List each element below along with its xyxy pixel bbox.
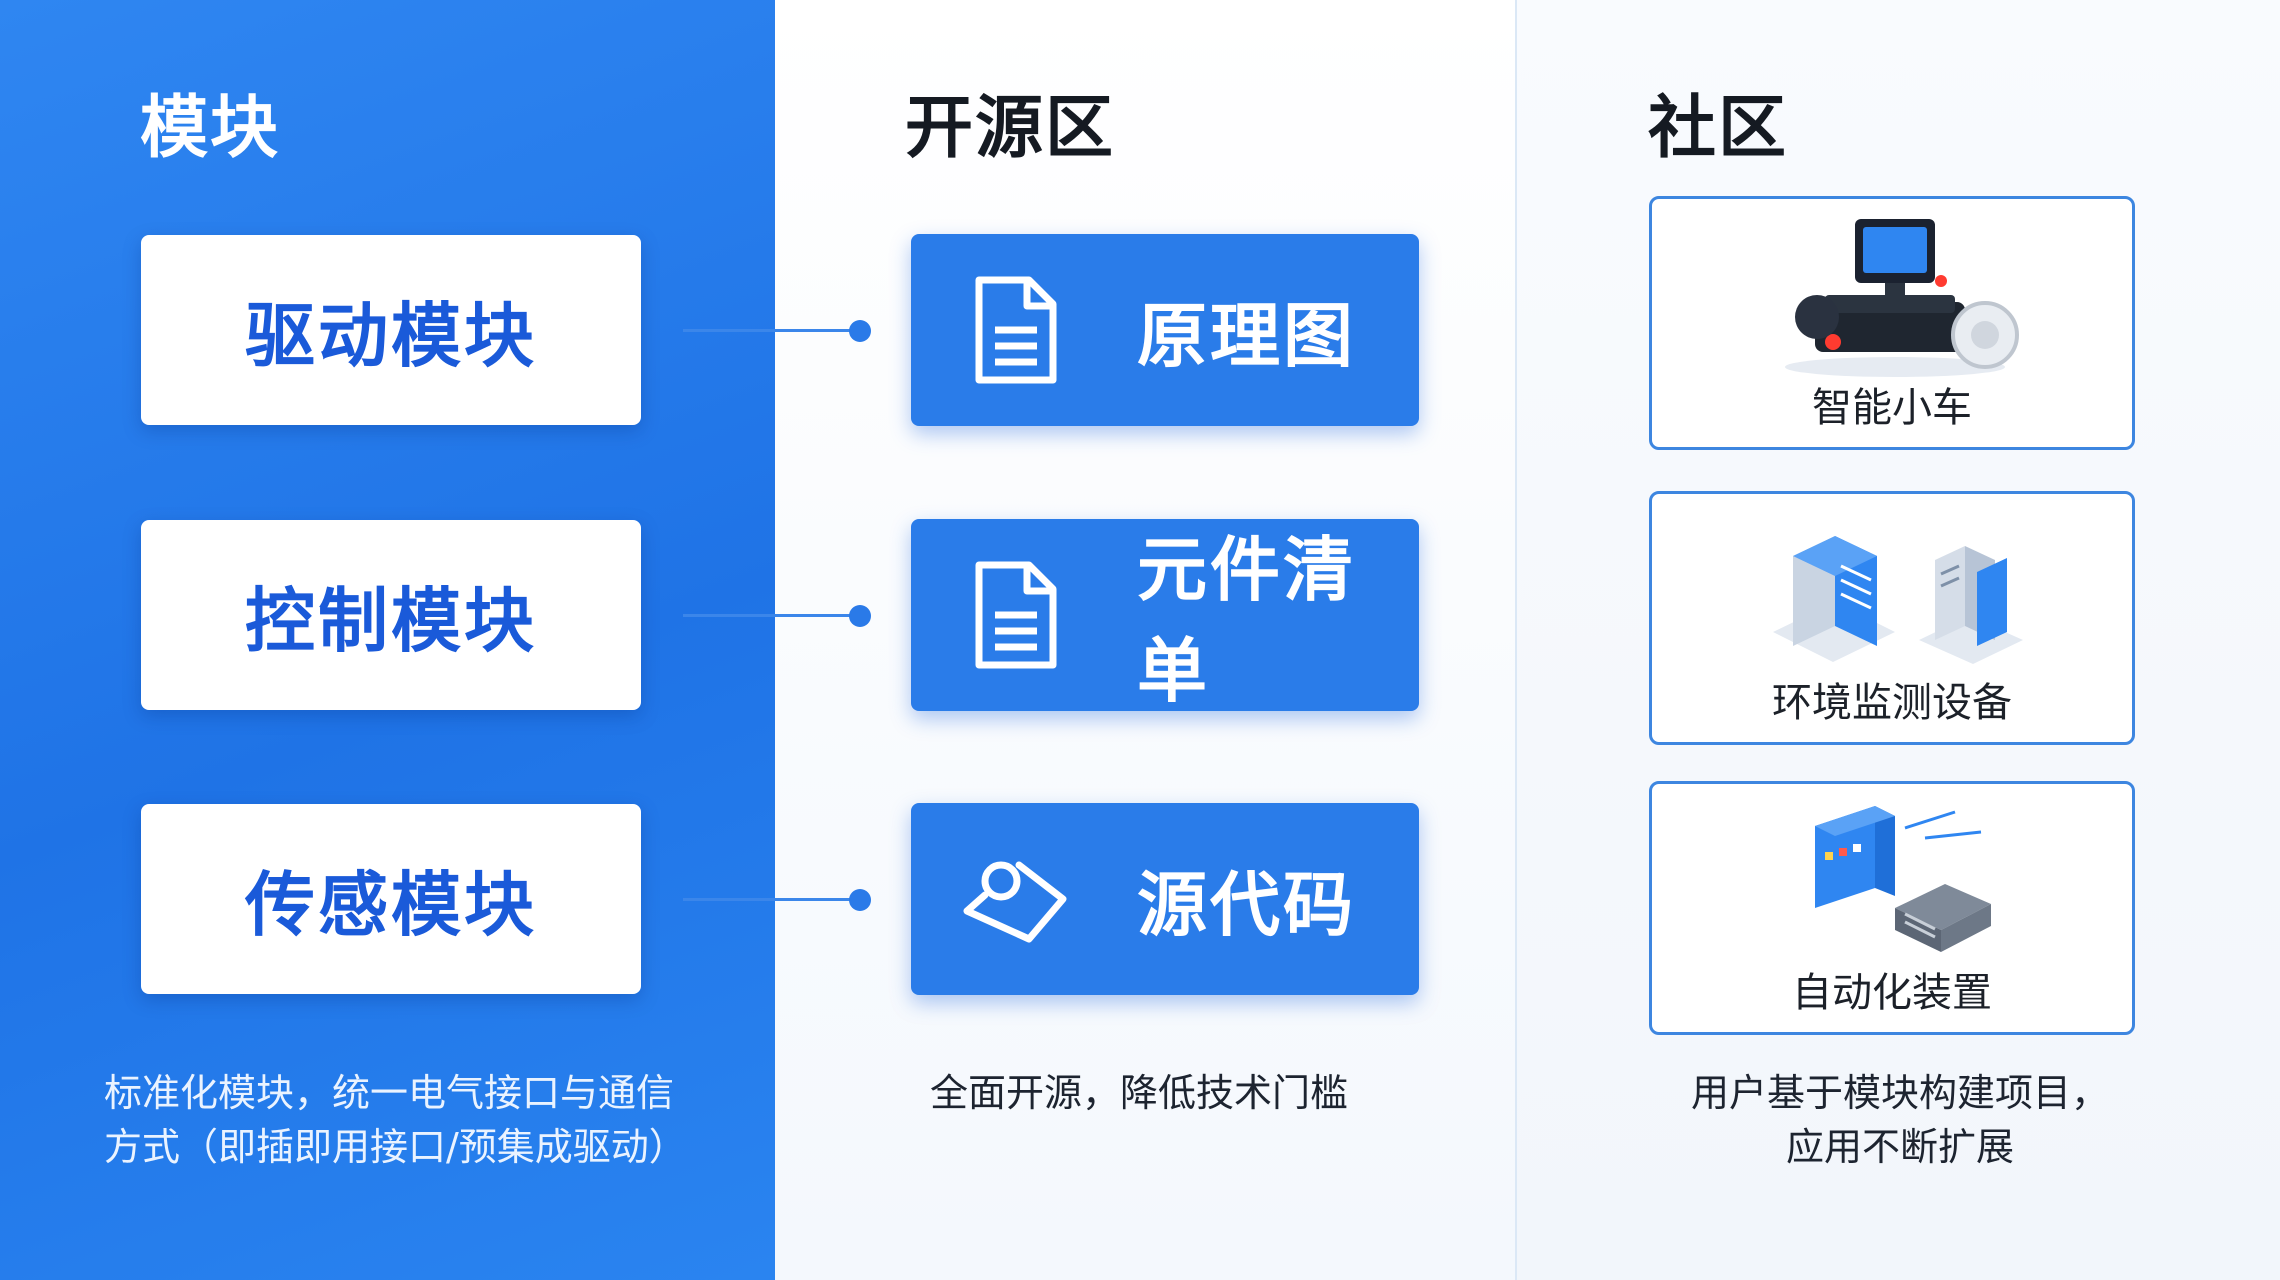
project-card-env-monitor: 环境监测设备 — [1649, 491, 2135, 745]
project-label-automation: 自动化装置 — [1792, 970, 1992, 1016]
document-icon — [975, 276, 1057, 384]
connector-dot — [849, 320, 871, 342]
modules-title: 模块 — [140, 89, 281, 168]
server-tower-icon — [1773, 536, 2023, 664]
module-card-control: 控制模块 — [141, 520, 641, 710]
connector-dot — [849, 889, 871, 911]
project-label-smart-car: 智能小车 — [1812, 385, 1972, 431]
open-source-title: 开源区 — [905, 89, 1116, 168]
code-tag-icon — [963, 861, 1067, 943]
community-caption: 用户基于模块构建项目， 应用不断扩展 — [1640, 1066, 2160, 1174]
community-caption-line: 用户基于模块构建项目， — [1690, 1071, 2109, 1115]
project-card-automation: 自动化装置 — [1649, 781, 2135, 1035]
connector-dot — [849, 605, 871, 627]
column-divider — [1515, 0, 1517, 1280]
oss-card-bom: 元件清单 — [911, 519, 1419, 712]
connector-line — [683, 898, 863, 901]
module-card-sensor: 传感模块 — [141, 804, 641, 994]
community-title: 社区 — [1648, 89, 1789, 168]
modules-caption-line: 标准化模块，统一电气接口与通信 — [104, 1071, 675, 1115]
document-icon — [975, 561, 1057, 669]
module-card-drive: 驱动模块 — [141, 235, 641, 425]
oss-label-bom: 元件清单 — [1137, 529, 1356, 712]
project-card-smart-car: 智能小车 — [1649, 196, 2135, 450]
automation-device-icon — [1815, 806, 1991, 952]
oss-label-schematic: 原理图 — [1137, 294, 1356, 377]
oss-card-source-code: 源代码 — [911, 803, 1419, 995]
modules-caption-line: 方式（即插即用接口/预集成驱动） — [104, 1125, 687, 1169]
oss-label-source-code: 源代码 — [1137, 863, 1356, 946]
oss-card-schematic: 原理图 — [911, 234, 1419, 426]
modules-caption: 标准化模块，统一电气接口与通信 方式（即插即用接口/预集成驱动） — [104, 1066, 744, 1174]
community-caption-line: 应用不断扩展 — [1785, 1125, 2014, 1169]
robot-car-icon — [1785, 219, 2019, 377]
connector-line — [683, 614, 863, 617]
open-source-caption: 全面开源，降低技术门槛 — [930, 1071, 1349, 1115]
connector-line — [683, 329, 863, 332]
project-label-env-monitor: 环境监测设备 — [1772, 680, 2012, 726]
